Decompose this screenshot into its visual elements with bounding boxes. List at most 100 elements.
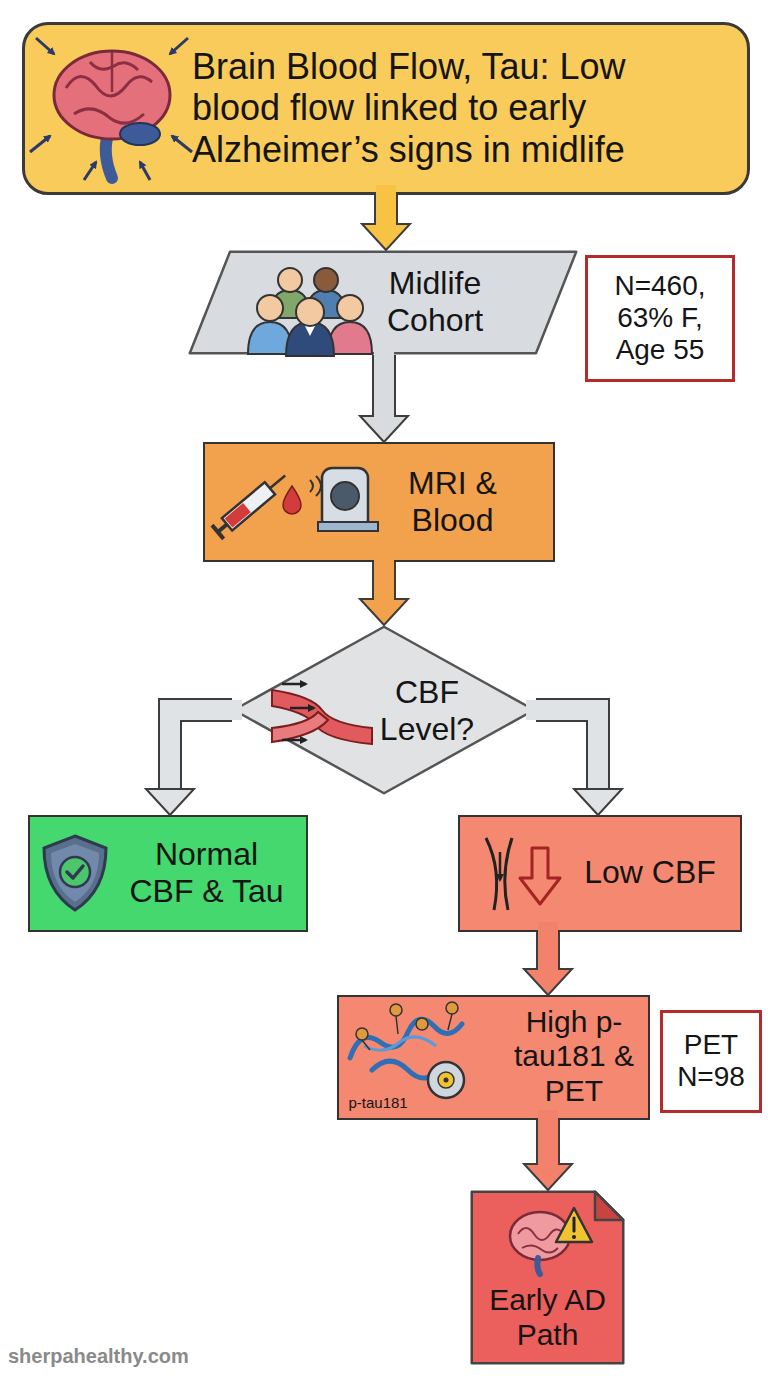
arrow-shaft-start	[538, 1120, 558, 1165]
callout-box: PET N=98	[660, 1010, 762, 1113]
process-box: Low CBF	[458, 815, 742, 932]
arrow-shaft	[374, 355, 394, 417]
arrow-shaft-start	[538, 932, 558, 970]
node-text: CBF Level?	[372, 674, 482, 748]
node-text: MRI & Blood	[373, 465, 533, 539]
arrow-head	[146, 789, 194, 815]
brain-fold	[74, 109, 144, 123]
arrow-shaft	[536, 710, 598, 790]
flow-arrow	[146, 710, 232, 815]
arrow-head	[524, 969, 572, 995]
bond	[396, 1016, 398, 1034]
arrow-shaft-start	[374, 562, 394, 600]
inward-arrow	[36, 38, 54, 54]
arrow-head	[574, 789, 622, 815]
person-body	[248, 322, 292, 354]
brain-fold	[518, 1228, 562, 1240]
check-mark	[67, 866, 83, 878]
person-collar	[304, 324, 316, 336]
arrow-shaft-start	[536, 700, 598, 720]
inward-arrow	[84, 162, 96, 180]
arrow-shaft-outline	[372, 562, 396, 600]
arrow-head	[524, 1164, 572, 1190]
signal-wave	[316, 476, 321, 496]
flow-arrow-small	[282, 683, 306, 686]
phosphate-group	[390, 1004, 402, 1016]
vessel-flow-icon	[272, 684, 372, 744]
brain-cerebrum	[54, 51, 170, 139]
node-subtext: p-tau181	[349, 1094, 439, 1111]
vessel	[272, 690, 372, 744]
arrow-shaft-outline	[536, 710, 598, 790]
syringe-barrel	[222, 482, 275, 530]
watermark: sherpahealthy.com	[8, 1345, 189, 1368]
arrow-shaft	[376, 195, 396, 225]
vessel-wall	[486, 838, 497, 910]
phosphate-group	[416, 1018, 428, 1030]
phosphate-group	[446, 1002, 458, 1014]
tau-molecule-icon	[350, 1002, 464, 1098]
arrow-shaft-outline	[536, 932, 560, 970]
flow-arrow	[360, 562, 408, 625]
syringe	[212, 469, 291, 539]
flow-arrow	[362, 195, 410, 250]
shield-inner	[51, 844, 99, 902]
arrow-shaft-outline	[372, 355, 396, 417]
brain-cerebrum	[510, 1212, 570, 1260]
warning-mark	[573, 1218, 576, 1231]
pet-scanner	[428, 1062, 464, 1098]
node-text: Low CBF	[568, 854, 733, 891]
inward-arrow	[140, 162, 150, 180]
vessel	[272, 712, 328, 742]
flow-arrow-small	[499, 852, 502, 880]
parallelogram-shape	[190, 252, 577, 354]
node-text: Midlife Cohort	[370, 265, 500, 339]
flow-arrow-small	[290, 707, 314, 710]
document-fold	[595, 1192, 623, 1220]
process-box: High p-tau181 & PETp-tau181	[337, 995, 650, 1120]
flow-arrow	[536, 710, 622, 815]
bond	[362, 1040, 370, 1050]
radiation-center	[444, 1078, 449, 1083]
shield-outer	[44, 836, 106, 910]
title-box: Brain Blood Flow, Tau: Low blood flow li…	[22, 22, 750, 195]
mri-bore	[331, 482, 359, 510]
bond	[448, 1014, 452, 1030]
person-head	[314, 268, 338, 292]
input-parallelogram: Midlife Cohort	[188, 250, 578, 355]
brain-stem	[537, 1258, 540, 1274]
brain-warning-icon	[510, 1208, 592, 1274]
brain-fold	[66, 76, 152, 96]
decision-diamond-outline	[232, 625, 536, 795]
arrow-head	[360, 599, 408, 625]
brain-fold	[522, 1245, 558, 1252]
arrow-shaft-outline	[536, 1120, 560, 1165]
decision-diamond: CBF Level?	[232, 625, 536, 795]
person-body	[270, 290, 310, 318]
callout-box: N=460, 63% F, Age 55	[585, 255, 735, 382]
warning-triangle	[556, 1208, 592, 1242]
signal-wave	[310, 480, 313, 492]
person-head	[296, 298, 324, 326]
document-body	[472, 1192, 624, 1364]
brain-fissure	[111, 52, 114, 92]
syringe-plunger	[212, 525, 224, 539]
arrow-head	[360, 416, 408, 442]
person-head	[278, 268, 302, 292]
node-text: Early AD Path	[475, 1283, 620, 1353]
process-box: MRI & Blood	[203, 442, 555, 562]
arrow-shaft-start	[376, 195, 396, 225]
arrow-shaft	[538, 1120, 558, 1165]
syringe-needle	[270, 475, 285, 488]
warning-dot	[572, 1235, 576, 1239]
arrow-shaft	[374, 562, 394, 600]
arrow-shaft-outline	[374, 195, 398, 225]
mri-bed	[318, 522, 378, 531]
arrow-head	[362, 224, 410, 250]
diamond-shape	[234, 627, 535, 794]
input-parallelogram-outline	[188, 250, 578, 355]
syringe-mri-icon	[212, 468, 378, 539]
phosphate-group	[356, 1028, 368, 1040]
